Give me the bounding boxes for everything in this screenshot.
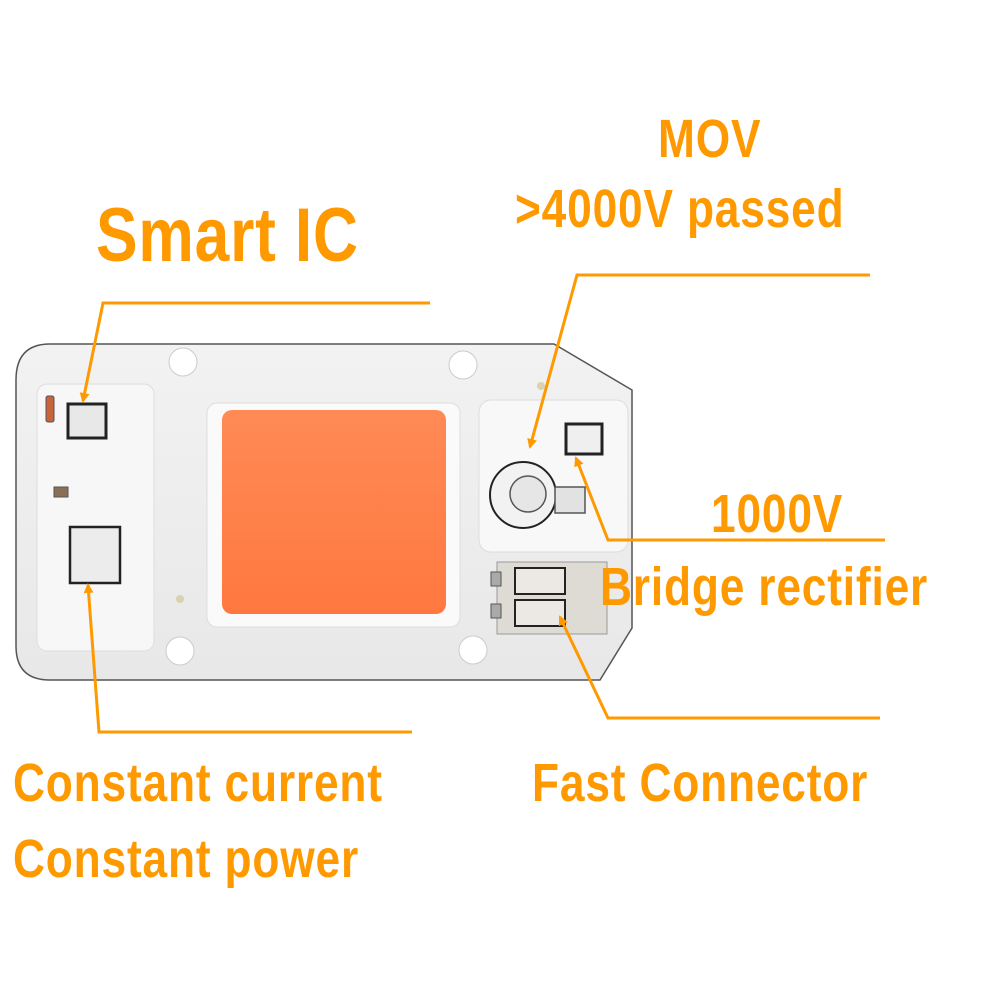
smart-ic-callout-line	[79, 301, 430, 403]
driver-ic-chip	[68, 525, 122, 585]
led-chip	[222, 410, 446, 614]
capacitor	[53, 486, 69, 498]
bridge-rectifier-label: Bridge rectifier	[600, 557, 929, 617]
zener-diode	[45, 395, 55, 423]
mov-label: MOV	[658, 109, 762, 169]
constant-power-label: Constant power	[13, 829, 360, 889]
connector-pin	[490, 603, 502, 619]
driver-encapsulation	[36, 383, 155, 652]
smart-ic-chip	[66, 402, 108, 440]
mov-chip	[564, 422, 604, 456]
test-pad	[176, 595, 184, 603]
bridge-rectifier-core	[509, 475, 547, 513]
connector-slot	[514, 599, 566, 627]
driver-callout-line	[83, 583, 412, 734]
bridge-rectifier-tab	[554, 486, 586, 514]
connector-callout-line	[558, 615, 880, 720]
mounting-hole	[458, 635, 488, 665]
connector-slot	[514, 567, 566, 595]
mov-rating-label: >4000V passed	[515, 179, 845, 239]
smart-ic-label: Smart IC	[96, 193, 359, 278]
constant-current-label: Constant current	[13, 753, 383, 813]
mounting-hole	[448, 350, 478, 380]
test-pad	[537, 382, 545, 390]
mounting-hole	[165, 636, 195, 666]
mounting-hole	[168, 347, 198, 377]
fast-connector-label: Fast Connector	[532, 753, 869, 813]
mov-callout-line	[527, 273, 870, 449]
connector-pin	[490, 571, 502, 587]
rectifier-voltage-label: 1000V	[711, 484, 844, 544]
rectifier-callout-line	[574, 456, 885, 542]
